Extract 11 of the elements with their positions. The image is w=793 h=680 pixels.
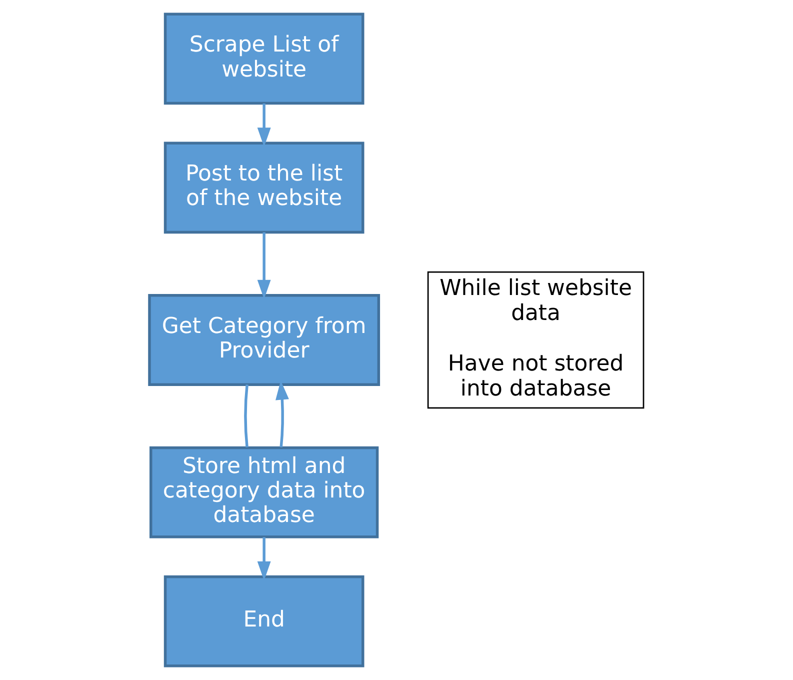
node-box: Scrape List of website [164,12,364,105]
node-box: Post to the list of the website [164,142,364,234]
arrow [257,537,271,581]
node-box: Store html and category data into database [149,446,379,538]
arrow [257,232,271,300]
connector [244,384,248,448]
node-box: Get Category from Provider [148,294,380,386]
node-box: While list website data Have not stored into database [427,271,644,409]
arrow [276,380,289,448]
arrow [257,104,271,147]
node-box: End [164,575,364,668]
